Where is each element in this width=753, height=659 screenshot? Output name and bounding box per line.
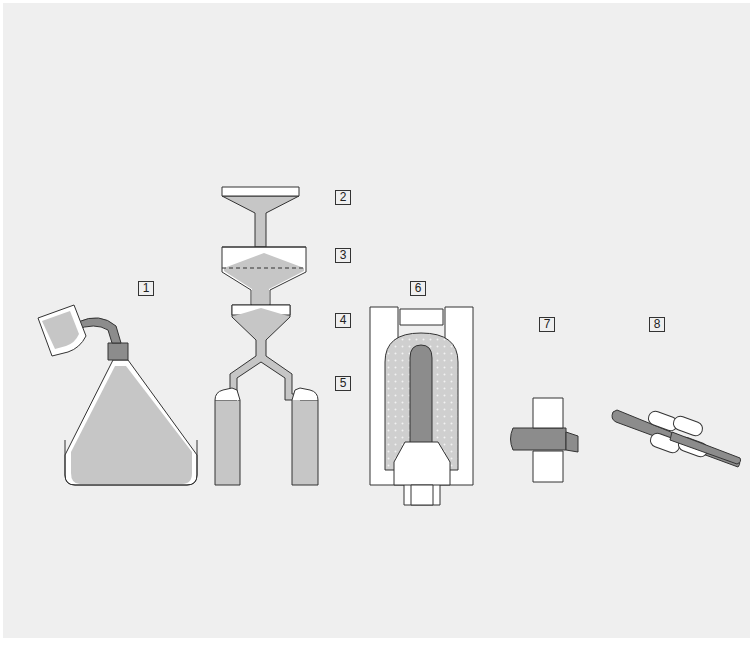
callout-number: 5 (335, 376, 351, 391)
callout-number: 2 (335, 190, 351, 205)
furnace (370, 307, 473, 505)
rolling-mill (612, 409, 741, 467)
forging-press (511, 398, 579, 482)
callout-number: 4 (335, 313, 351, 328)
callout-number: 1 (138, 281, 154, 296)
callout-number: 8 (649, 317, 665, 332)
callout-number: 7 (539, 317, 555, 332)
callout-number: 6 (410, 281, 426, 296)
flask (38, 305, 197, 485)
callout-number: 3 (335, 248, 351, 263)
sieve-tower (215, 187, 318, 485)
